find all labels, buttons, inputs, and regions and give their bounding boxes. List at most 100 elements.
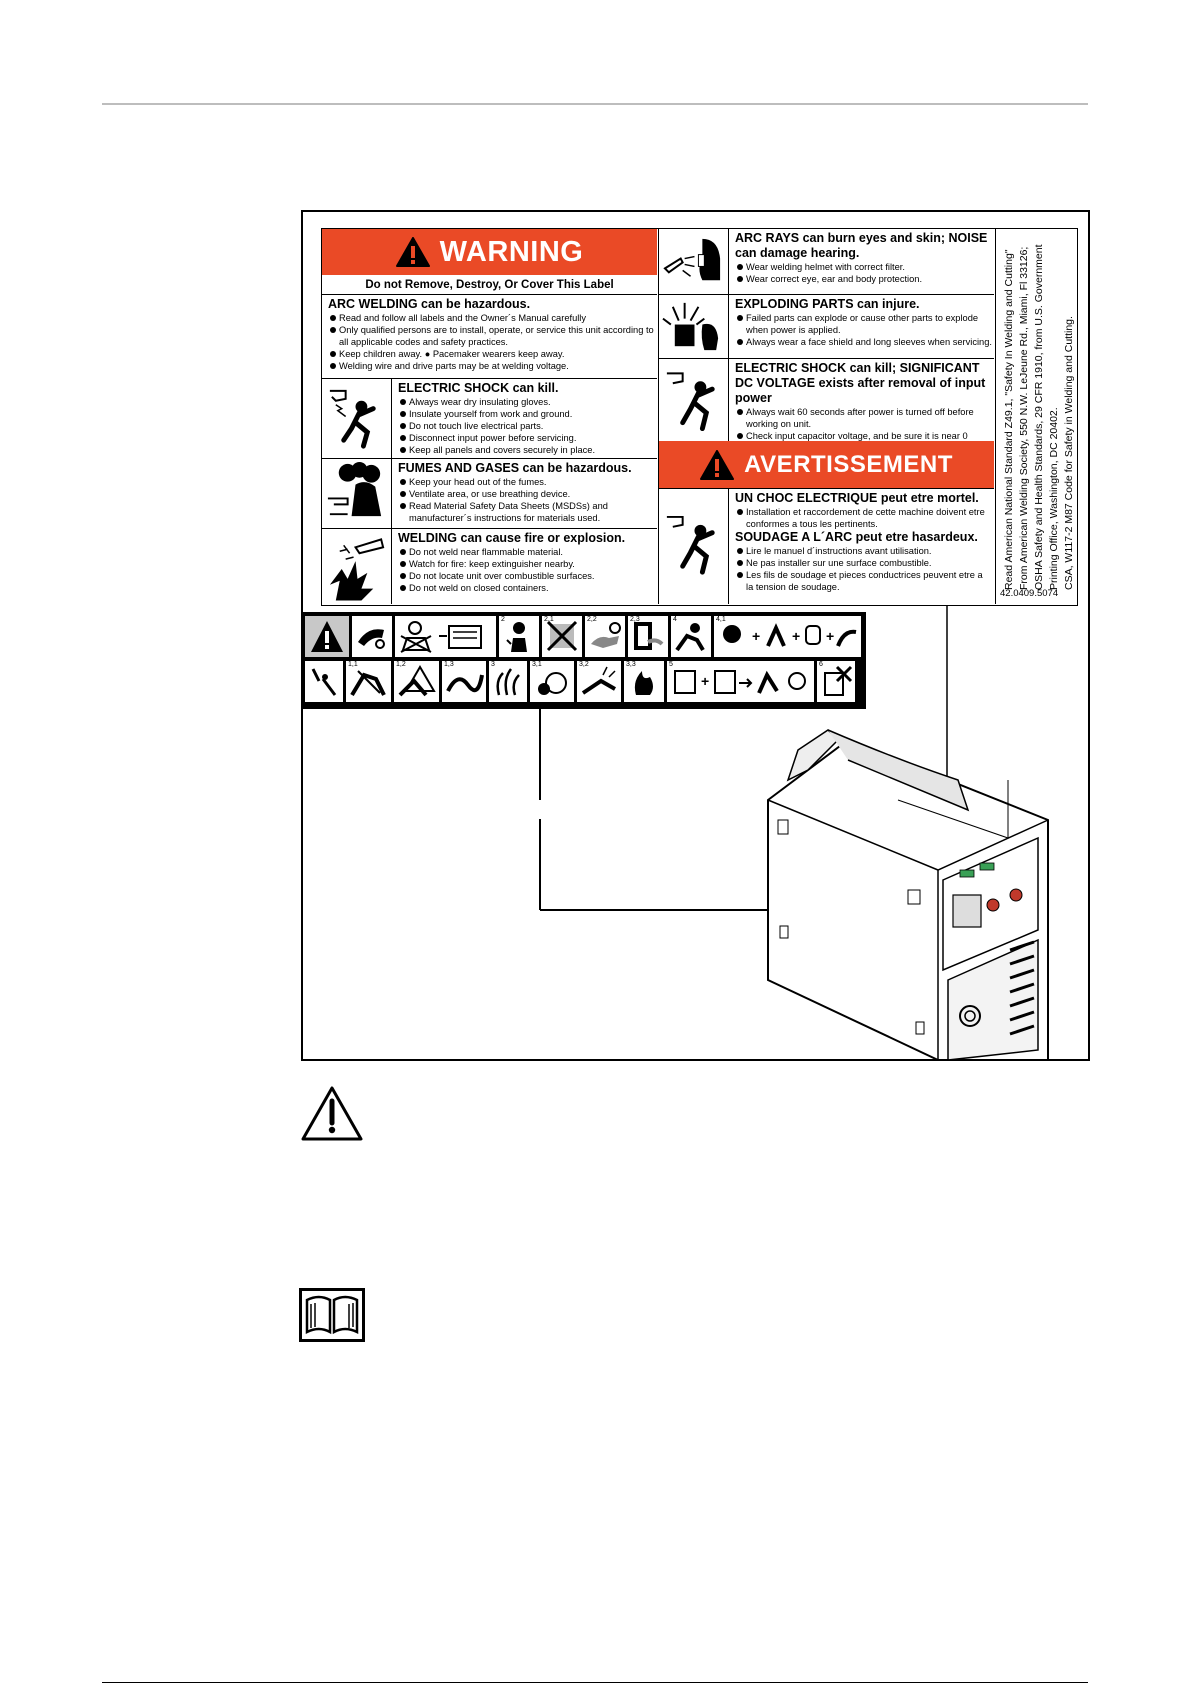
electric-shock-icon bbox=[666, 515, 715, 575]
section-title: WELDING can cause fire or explosion. bbox=[398, 531, 626, 545]
section-title: ELECTRIC SHOCK can kill. bbox=[398, 381, 559, 395]
ventilation-icon bbox=[538, 672, 567, 695]
bullet: Do not touch live electrical parts. bbox=[398, 420, 655, 432]
warning-title: WARNING bbox=[439, 235, 584, 268]
bullet: Installation et raccordement de cette ma… bbox=[735, 506, 992, 530]
pictogram-number: 3 bbox=[491, 661, 495, 668]
pictogram-number: 4 bbox=[673, 616, 677, 623]
pictogram-cell: 1,3 bbox=[442, 661, 486, 702]
section-title: ELECTRIC SHOCK can kill; SIGNIFICANT DC … bbox=[735, 361, 986, 405]
fumes-pictogram bbox=[322, 459, 392, 528]
bullet: Wear welding helmet with correct filter. bbox=[735, 261, 992, 273]
explosion-icon bbox=[329, 538, 385, 601]
pictogram-cell bbox=[352, 616, 392, 657]
electric-shock-icon bbox=[666, 372, 715, 432]
pictogram-cell bbox=[305, 661, 343, 702]
exploding-parts-pictogram bbox=[659, 295, 729, 358]
section-title: ARC RAYS can burn eyes and skin; NOISE c… bbox=[735, 231, 988, 260]
svg-text:+: + bbox=[752, 628, 760, 644]
pictogram-cell: 2,3 bbox=[628, 616, 668, 657]
pictogram-cell: 1,1 bbox=[346, 661, 391, 702]
bullet: Insulate yourself from work and ground. bbox=[398, 408, 655, 420]
glove-icon bbox=[591, 622, 621, 648]
electric-shock-section: ELECTRIC SHOCK can kill. Always wear dry… bbox=[322, 379, 657, 459]
bullet: Do not weld on closed containers. bbox=[398, 582, 655, 594]
section-title: EXPLODING PARTS can injure. bbox=[735, 297, 920, 311]
cable-icon bbox=[446, 674, 484, 693]
label-left-column: WARNING Do not Remove, Destroy, Or Cover… bbox=[322, 229, 659, 604]
manual-and-machine-icon bbox=[400, 621, 482, 653]
service-steps-icon: + bbox=[674, 670, 806, 694]
pictogram-cell: 3,2 bbox=[577, 661, 621, 702]
fire-pictogram bbox=[322, 529, 392, 604]
bullet: Watch for fire: keep extinguisher nearby… bbox=[398, 558, 655, 570]
exploding-parts-icon bbox=[662, 302, 719, 351]
warning-subtitle: Do not Remove, Destroy, Or Cover This La… bbox=[322, 275, 657, 295]
section-title: FUMES AND GASES can be hazardous. bbox=[398, 461, 632, 475]
pictogram-number: 2 bbox=[501, 616, 505, 623]
bullet: Failed parts can explode or cause other … bbox=[735, 312, 992, 336]
bullet: Read Material Safety Data Sheets (MSDSs)… bbox=[398, 500, 655, 524]
bullet: Ventilate area, or use breathing device. bbox=[398, 488, 655, 500]
pictogram-number: 2,2 bbox=[587, 616, 597, 623]
pictogram-cell bbox=[395, 616, 496, 657]
bullet: Do not weld near flammable material. bbox=[398, 546, 655, 558]
person-icon bbox=[506, 622, 527, 652]
hand-icon bbox=[358, 629, 385, 649]
pictogram-cell: 2,1 bbox=[542, 616, 582, 657]
section-title: UN CHOC ELECTRIQUE peut etre mortel. bbox=[735, 491, 979, 505]
open-book-icon bbox=[299, 1288, 365, 1342]
exploding-parts-section: EXPLODING PARTS can injure. Failed parts… bbox=[659, 295, 994, 359]
fumes-icon bbox=[327, 461, 382, 517]
pictogram-number: 2,1 bbox=[544, 616, 554, 623]
pictogram-row-1: 2 2,1 2,2 2,3 4 + + + 4,1 bbox=[305, 616, 861, 657]
bullet: Always wait 60 seconds after power is tu… bbox=[735, 406, 992, 430]
label-part-number: 42.0409.5074 bbox=[1000, 588, 1059, 599]
pictogram-cell: 3,3 bbox=[624, 661, 664, 702]
electric-shock-pictogram bbox=[322, 379, 392, 458]
warning-triangle-icon bbox=[395, 237, 430, 267]
section-title: SOUDAGE A L´ARC peut etre hasardeux. bbox=[735, 530, 978, 544]
pictogram-number: 3,3 bbox=[626, 661, 636, 668]
pictogram-cell: + 5 bbox=[667, 661, 814, 702]
arc-welding-section: ARC WELDING can be hazardous. Read and f… bbox=[322, 295, 657, 379]
bullet: Read and follow all labels and the Owner… bbox=[328, 312, 655, 324]
pictogram-cell: 4 bbox=[671, 616, 711, 657]
warning-banner: WARNING bbox=[322, 229, 657, 275]
bullet: Ne pas installer sur une surface combust… bbox=[735, 557, 992, 569]
welding-helmet-icon bbox=[663, 238, 721, 281]
fumes-icon bbox=[496, 668, 520, 696]
arc-rays-section: ARC RAYS can burn eyes and skin; NOISE c… bbox=[659, 229, 994, 295]
bullet: Keep children away. ● Pacemaker wearers … bbox=[328, 348, 655, 360]
bullet: Wear correct eye, ear and body protectio… bbox=[735, 273, 992, 285]
fire-section: WELDING can cause fire or explosion. Do … bbox=[322, 529, 657, 604]
bullet: Always wear dry insulating gloves. bbox=[398, 396, 655, 408]
header-rule bbox=[102, 103, 1088, 105]
svg-text:+: + bbox=[826, 628, 834, 644]
pictogram-cell bbox=[305, 616, 349, 657]
bullet: Keep all panels and covers securely in p… bbox=[398, 444, 655, 456]
shock-icon bbox=[311, 668, 337, 696]
pictogram-row-2: 1,1 1,2 1,3 3 3,1 3,2 3,3 + 5 bbox=[305, 661, 855, 702]
electric-shock-icon bbox=[329, 389, 376, 449]
warning-triangle-icon bbox=[700, 449, 735, 480]
bullet: Lire le manuel d´instructions avant util… bbox=[735, 545, 992, 557]
panel-icon bbox=[634, 622, 664, 650]
pictogram-number: 1,2 bbox=[396, 661, 406, 668]
welding-machine-illustration bbox=[767, 729, 1049, 1061]
svg-text:+: + bbox=[792, 628, 800, 644]
section-title: ARC WELDING can be hazardous. bbox=[328, 297, 531, 311]
warning-triangle-icon bbox=[301, 1086, 363, 1141]
pictogram-number: 4,1 bbox=[716, 616, 726, 623]
prohibited-icon bbox=[546, 620, 578, 652]
bullet: Always wear a face shield and long sleev… bbox=[735, 336, 992, 348]
bullet: Welding wire and drive parts may be at w… bbox=[328, 360, 655, 372]
pictogram-cell: 1,2 bbox=[394, 661, 439, 702]
pictogram-number: 1,1 bbox=[348, 661, 358, 668]
protective-gear-icon: + + + bbox=[723, 623, 857, 647]
pictogram-number: 2,3 bbox=[630, 616, 640, 623]
warning-label: WARNING Do not Remove, Destroy, Or Cover… bbox=[321, 228, 1078, 606]
sparks-icon bbox=[581, 666, 616, 695]
pictogram-strip: 2 2,1 2,2 2,3 4 + + + 4,1 1,1 bbox=[303, 612, 866, 709]
fire-icon bbox=[634, 671, 653, 695]
